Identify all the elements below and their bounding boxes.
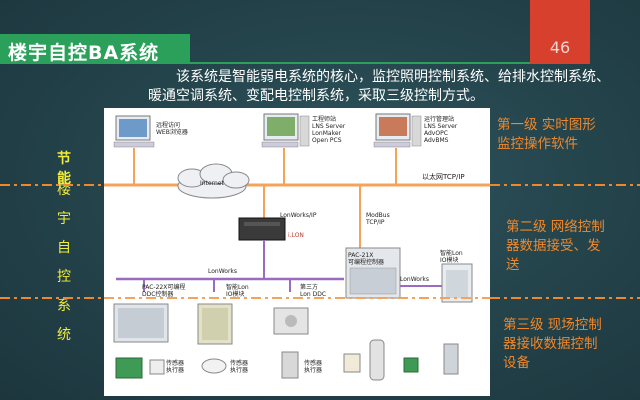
level-1-text: 第一级 实时图形 监控操作软件 [497, 116, 596, 154]
io-module-right-label: 智能Lon IO模块 [440, 250, 463, 264]
third-party-ddc-label: 第三方 Lon DDC [300, 284, 326, 298]
level-dividers [490, 184, 640, 299]
internet-label: Internet [200, 180, 224, 187]
level-line: 第三级 现场控制 [503, 317, 602, 333]
lonworks-label-left: LonWorks [208, 268, 238, 275]
level-line: 第二级 网络控制 [506, 219, 605, 235]
label-line: ModBus [366, 212, 390, 219]
side-char: 控 [57, 269, 71, 285]
level-line: 器数据接受、发 [506, 238, 601, 254]
label-line: LNS Server [312, 123, 346, 130]
ilon-label: i.LON [288, 232, 304, 239]
label-line: 执行器 [166, 367, 185, 374]
pac-21x-label: PAC-21X 可编程控制器 [348, 252, 384, 266]
label-line: PAC-21X [348, 252, 374, 259]
label-line: IO模块 [440, 257, 459, 264]
level-line: 器接收数据控制 [503, 336, 598, 352]
pac-21x-controller-icon [345, 247, 401, 299]
ilon-gateway-icon [238, 217, 286, 241]
level-2-text: 第二级 网络控制 器数据接受、发 送 [506, 218, 605, 275]
label-line: AdvOPC [424, 130, 448, 137]
label-line: 传感器 [304, 360, 323, 367]
side-vertical-text: 楼 宇 自 控 系 统 [54, 176, 74, 350]
label-line: 远程访问 [156, 122, 181, 129]
third-party-ddc-icon [273, 307, 309, 335]
level-line: 第一级 实时图形 [497, 117, 596, 133]
system-diagram: 远程访问 WEB浏览器 工程师站 LNS Server LonMaker Ope… [104, 108, 490, 396]
sensor-actuator-label: 传感器 执行器 [304, 360, 322, 374]
pac-22x-label: PAC-22X可编程 DDC控制器 [142, 284, 185, 298]
internet-cloud-icon [177, 163, 250, 199]
level-line: 送 [506, 257, 520, 273]
side-char: 宇 [57, 211, 71, 227]
thermostat-icon [343, 353, 361, 373]
label-line: LonMaker [312, 130, 341, 137]
sensor-icon [149, 359, 165, 375]
workstation-operator-icon [373, 113, 422, 148]
smoke-detector-icon [201, 358, 227, 374]
label-line: 运行管理站 [424, 116, 455, 123]
label-line: TCP/IP [366, 219, 385, 226]
label-line: 执行器 [230, 367, 249, 374]
lonworks-ip-label: LonWorks/IP [280, 212, 317, 219]
label-line: 智能Lon [226, 284, 249, 291]
diagram-graphics [104, 113, 490, 381]
label-line: DDC控制器 [142, 291, 174, 298]
side-char: 自 [57, 240, 71, 256]
label-line: 传感器 [166, 360, 185, 367]
side-char: 统 [57, 327, 71, 343]
label-line: Open PCS [312, 137, 342, 144]
side-char: 系 [57, 298, 71, 314]
title-underline [190, 62, 530, 64]
water-heater-icon [369, 339, 385, 381]
label-line: 工程师站 [312, 116, 337, 123]
label-line: 传感器 [230, 360, 249, 367]
workstation-engineer-label: 工程师站 LNS Server LonMaker Open PCS [312, 116, 345, 144]
level-line: 设备 [503, 355, 530, 371]
side-title: 节能 [57, 151, 71, 187]
flow-meter-icon [443, 343, 459, 375]
level-3-text: 第三级 现场控制 器接收数据控制 设备 [503, 316, 602, 373]
label-line: WEB浏览器 [156, 129, 188, 136]
page-number: 46 [549, 38, 571, 57]
level-line: 监控操作软件 [497, 136, 578, 152]
label-line: 可编程控制器 [348, 259, 385, 266]
valve-icon [403, 357, 419, 373]
workstation-web-icon [113, 115, 155, 148]
label-line: 执行器 [304, 367, 323, 374]
pac-22x-cabinet-icon [113, 303, 169, 343]
level-dividers-left [0, 184, 104, 299]
title-bar [0, 34, 190, 64]
generator-icon [115, 357, 143, 379]
label-line: PAC-22X可编程 [142, 284, 186, 291]
io-module-right-icon [441, 263, 473, 303]
sensor-actuator-label: 传感器 执行器 [230, 360, 248, 374]
io-module-left-label: 智能Lon IO模块 [226, 284, 249, 298]
slide-title: 楼宇自控BA系统 [8, 42, 160, 64]
sensor-actuator-label: 传感器 执行器 [166, 360, 184, 374]
label-line: Lon DDC [300, 291, 327, 298]
label-line: 第三方 [300, 284, 319, 291]
io-module-left-icon [197, 303, 233, 345]
workstation-web-label: 远程访问 WEB浏览器 [156, 122, 188, 136]
workstation-operator-label: 运行管理站 LNS Server AdvOPC AdvBMS [424, 116, 457, 144]
ethernet-label: 以太网TCP/IP [422, 173, 465, 181]
workstation-engineer-icon [261, 113, 310, 148]
label-line: LNS Server [424, 123, 458, 130]
page-number-box [530, 0, 590, 64]
modbus-label: ModBus TCP/IP [366, 212, 390, 226]
label-line: 智能Lon [440, 250, 463, 257]
lonworks-label-right: LonWorks [400, 276, 430, 283]
slide-description: 该系统是智能弱电系统的核心，监控照明控制系统、给排水控制系统、暖通空调系统、变配… [148, 69, 610, 104]
actuator-icon [281, 351, 299, 379]
label-line: IO模块 [226, 291, 245, 298]
label-line: AdvBMS [424, 137, 449, 144]
